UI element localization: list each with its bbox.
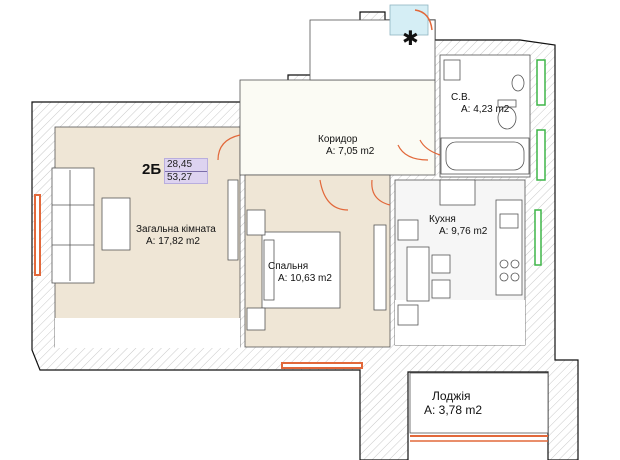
shaft [389,4,429,36]
fridge [439,179,476,206]
loggia-name: Лоджія [432,389,471,403]
wardrobe [373,224,387,311]
door-swing-shaft [414,9,433,31]
bedroom-area: A: 10,63 m2 [278,273,332,284]
pillow [263,239,275,301]
doors [217,134,441,211]
washing-machine [443,59,461,81]
label-corridor: Коридор A: 7,05 m2 [318,134,374,158]
bathroom-area: A: 4,23 m2 [461,104,510,115]
sink [499,213,519,229]
bedroom-name: Спальня [268,261,309,272]
label-bedroom: Спальня A: 10,63 m2 [268,261,332,285]
chair-4 [431,279,451,299]
living-furniture [51,167,239,284]
door-bath [397,144,429,161]
bathroom-name: С.В. [451,92,471,103]
living-room-name: Загальна кімната [136,224,216,235]
hob-1 [499,259,509,269]
door-bedroom [319,179,349,211]
kitchen-furniture [397,179,523,326]
windows [34,9,548,442]
window-bath-1 [536,59,546,106]
label-living: Загальна кімната A: 17,82 m2 [136,224,216,248]
coffee-table [101,197,131,251]
hob-4 [510,272,520,282]
door-kitchen [419,139,441,156]
loggia [409,372,549,434]
chair-1 [397,219,419,241]
chair-3 [431,254,451,274]
apartment-badge: 2Б 28,45 53,27 [140,158,208,184]
kitchen-area: A: 9,76 m2 [439,226,488,237]
bed [261,231,341,309]
loggia-area: A: 3,78 m2 [424,403,483,417]
window-kitchen [534,209,542,266]
window-living [34,194,41,276]
apartment-area-2: 53,27 [165,171,207,184]
hob-2 [510,259,520,269]
tv-cabinet [227,179,239,261]
asterisk-icon: ✱ [402,26,419,50]
sofa [51,167,95,284]
living-room-lower [55,318,240,348]
label-bathroom: С.В. A: 4,23 m2 [451,92,509,116]
dining-table [406,246,430,302]
window-bedroom [281,362,363,369]
nightstand-1 [246,209,266,236]
washbasin [511,74,525,92]
hob-3 [499,272,509,282]
apartment-code: 2Б [142,161,162,178]
apartment-area-1: 28,45 [167,159,193,170]
apartment-area-box: 28,45 53,27 [164,158,208,184]
corridor [239,79,436,176]
door-living [217,134,241,161]
corridor-area: A: 7,05 m2 [326,146,375,157]
chair-2 [397,304,419,326]
bathtub-inner [445,141,525,171]
bedroom-furniture [246,209,387,331]
label-kitchen: Кухня A: 9,76 m2 [429,214,487,238]
label-loggia: Лоджія A: 3,78 m2 [424,389,482,417]
living-room-area: A: 17,82 m2 [146,236,200,247]
corridor-name: Коридор [318,134,358,145]
window-bath-2 [536,129,546,181]
nightstand-2 [246,307,266,331]
toilet-tank [497,99,517,108]
bath-fixtures [440,59,530,175]
kitchen-name: Кухня [429,214,456,225]
door-bedroom-2 [371,179,391,206]
